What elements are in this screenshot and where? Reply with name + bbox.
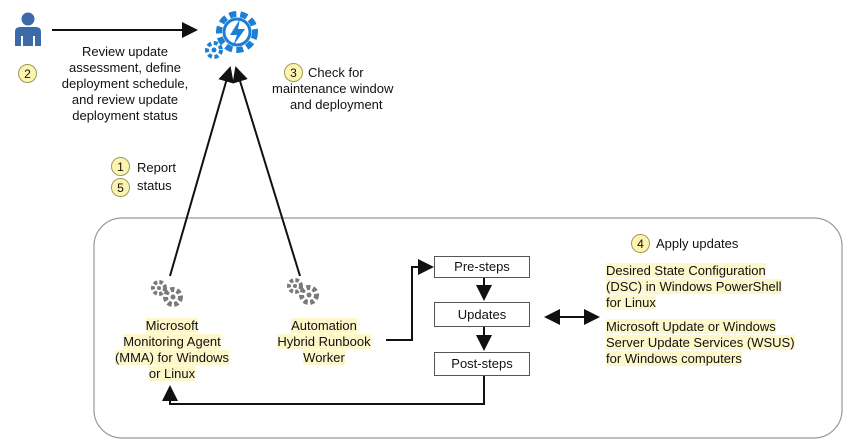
arrow-hybrid-to-presteps — [386, 259, 434, 341]
check-label-rest: maintenance window and deployment — [272, 81, 394, 112]
check-label-line1: Check for — [308, 65, 364, 80]
automation-gear-bolt-icon — [205, 11, 258, 59]
dsc-label: Desired State Configuration (DSC) in Win… — [606, 263, 782, 310]
review-label: Review update assessment, define deploym… — [61, 44, 189, 123]
arrow-mma-to-service — [169, 66, 234, 277]
hybrid-environment-container — [93, 217, 843, 439]
person-icon — [15, 12, 41, 46]
step-badge-1: 1 — [111, 157, 130, 176]
hybrid-worker-label: Automation Hybrid Runbook Worker — [277, 318, 371, 365]
step-badge-4: 4 — [631, 234, 650, 253]
report-label: Report status — [137, 160, 177, 193]
presteps-box: Pre-steps — [434, 256, 530, 278]
poststeps-box: Post-steps — [434, 352, 530, 376]
wsus-label: Microsoft Update or Windows Server Updat… — [606, 319, 795, 366]
step-badge-5: 5 — [111, 178, 130, 197]
step-badge-3: 3 — [284, 63, 303, 82]
arrow-hybrid-to-service — [232, 66, 301, 277]
mma-label: Microsoft Monitoring Agent (MMA) for Win… — [114, 318, 230, 381]
updates-box: Updates — [434, 302, 530, 327]
step-badge-2: 2 — [18, 64, 37, 83]
arrow-poststeps-to-mma — [162, 376, 485, 405]
gears-icon — [287, 278, 319, 305]
apply-updates-label: Apply updates — [656, 236, 739, 251]
gears-icon — [151, 280, 183, 307]
